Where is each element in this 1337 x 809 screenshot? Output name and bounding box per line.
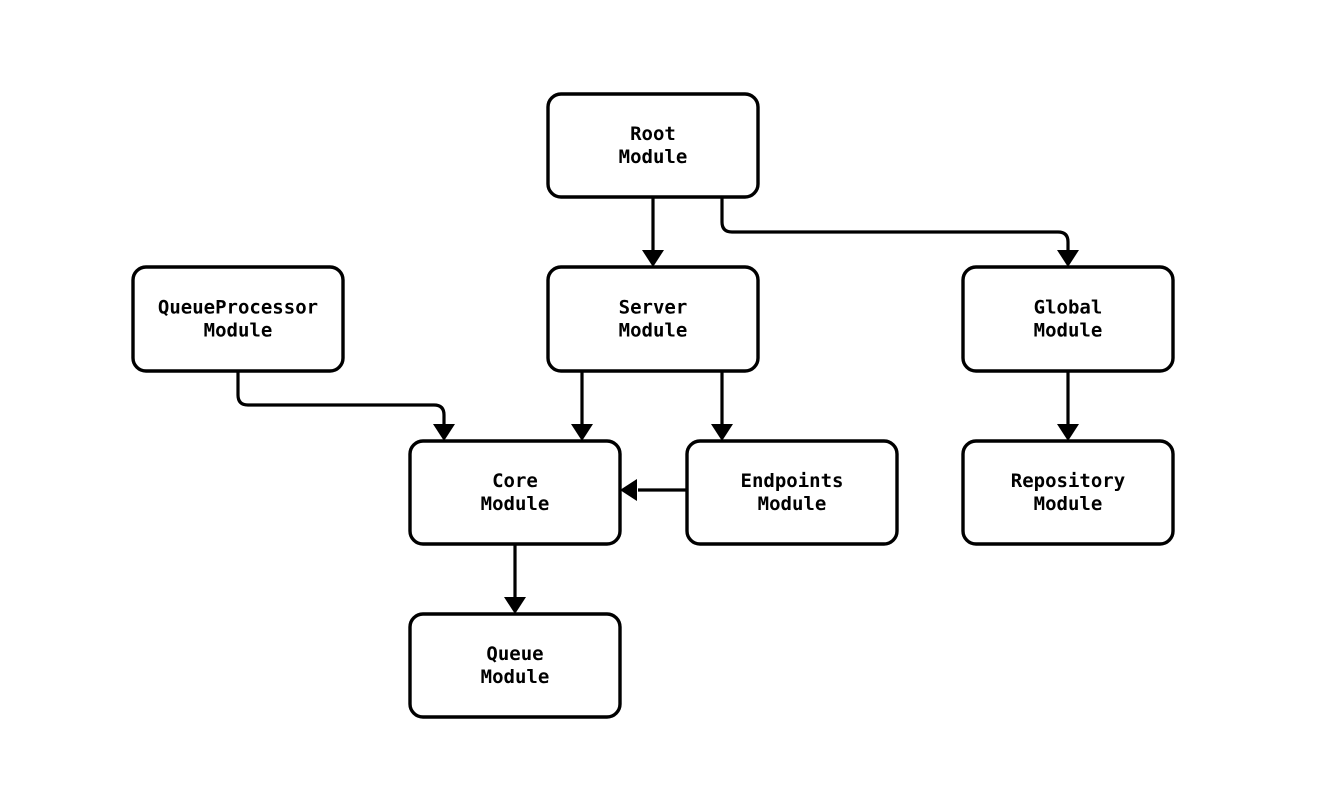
node-box[interactable] [408, 612, 622, 719]
node-label-line1: Core [492, 470, 538, 492]
node-box[interactable] [408, 439, 622, 546]
node-box[interactable] [961, 265, 1175, 373]
edges-layer [236, 197, 1079, 614]
node-box[interactable] [961, 439, 1175, 546]
edge-server-to-endpoints [711, 371, 733, 441]
node-label-line2: Module [1034, 320, 1103, 342]
node-label-line2: Module [758, 493, 827, 515]
edge-line [720, 197, 1070, 258]
edge-root-to-server [642, 197, 664, 267]
arrow-head-icon [571, 424, 593, 441]
edge-core-to-queue [504, 544, 526, 614]
edge-line [236, 371, 446, 432]
node-label-line1: Repository [1011, 470, 1125, 492]
node-label-line2: Module [481, 493, 550, 515]
arrow-head-icon [1057, 250, 1079, 267]
node-label-line2: Module [481, 666, 550, 688]
edge-global-to-repository [1057, 371, 1079, 441]
edge-queueprocessor-to-core [236, 371, 455, 441]
node-label-line1: Server [619, 297, 688, 319]
node-label-line2: Module [1034, 493, 1103, 515]
arrow-head-icon [642, 250, 664, 267]
arrow-head-icon [504, 597, 526, 614]
node-label-line1: Root [630, 123, 676, 145]
arrow-head-icon [711, 424, 733, 441]
node-label-line1: Endpoints [741, 470, 844, 492]
node-label-line1: QueueProcessor [158, 297, 318, 319]
node-label-line1: Queue [486, 643, 543, 665]
node-label-line2: Module [204, 320, 273, 342]
node-label-line2: Module [619, 146, 688, 168]
nodes-layer: RootModuleQueueProcessorModuleServerModu… [131, 92, 1175, 719]
edge-server-to-core [571, 371, 593, 441]
node-box[interactable] [685, 439, 899, 546]
arrow-head-icon [1057, 424, 1079, 441]
node-box[interactable] [546, 92, 760, 199]
node-box[interactable] [131, 265, 345, 373]
arrow-head-icon [433, 424, 455, 441]
node-label-line2: Module [619, 320, 688, 342]
edge-root-to-global [720, 197, 1079, 267]
node-label-line1: Global [1034, 297, 1103, 319]
arrow-head-icon [620, 479, 637, 501]
node-box[interactable] [546, 265, 760, 373]
edge-endpoints-to-core [620, 479, 687, 501]
